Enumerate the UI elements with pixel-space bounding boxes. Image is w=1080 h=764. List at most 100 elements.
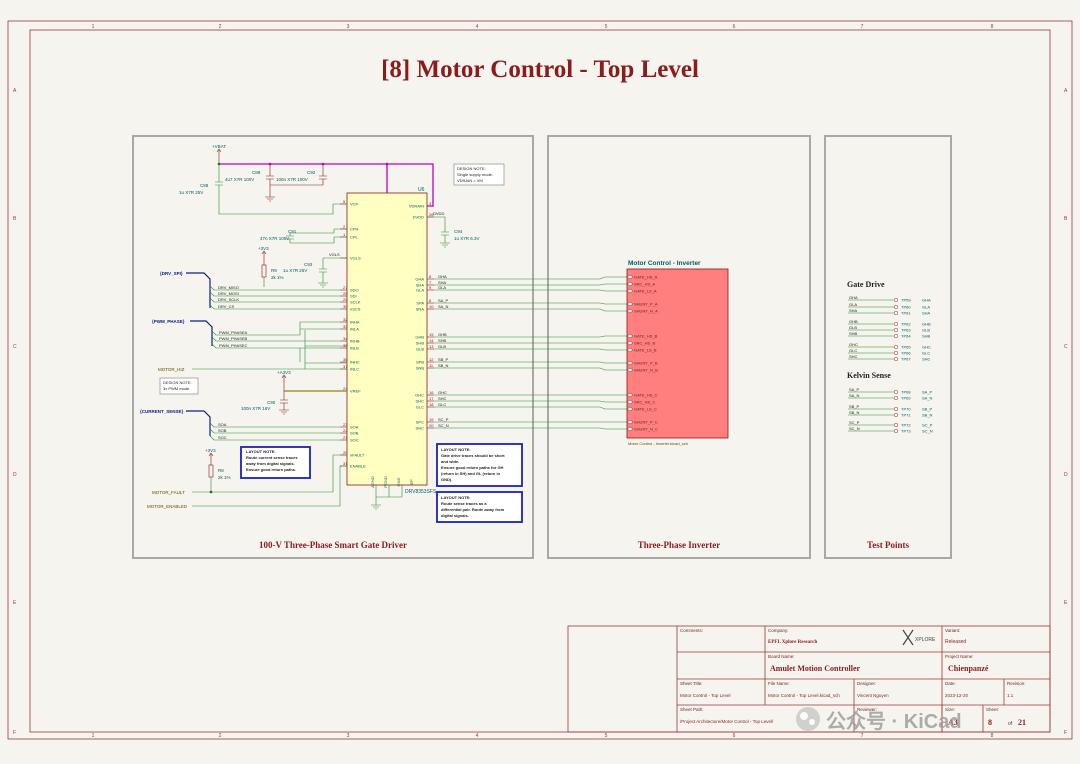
layout-note-2-l4: Ensure good return paths for GH [441,465,504,470]
ic-right-pin-name: GHA [415,277,424,282]
inverter-port-label: SHUNT_P_C [634,420,658,425]
tb-comments-label: Comments: [680,628,703,633]
testpoint-net: SC_N [849,426,860,431]
v3v3-a-label: +3V3 [258,246,269,251]
testpoint-net: SHA [849,308,858,313]
pwm-net-label: PWM_PHASEC [219,343,248,348]
ic-right-pin-name: SHB [416,341,425,346]
column-marker-top: 6 [733,24,736,30]
layout-note-3-l3: differential pair. Route away from [441,507,505,512]
column-marker-top: 5 [605,24,608,30]
gate-net-label: SHA [438,280,447,285]
tb-board-label: Board Name: [768,654,795,659]
c92-ref: C92 [307,170,316,175]
inverter-port-icon [626,419,634,425]
testpoint-label: GLA [922,305,930,310]
spi-net-label: DRV_CS [218,304,234,309]
ic-left-pin-num: 1 [343,232,346,237]
testpoint-label: SB_N [922,413,933,418]
ic-left-pin-num: 5 [343,199,346,204]
tb-size-label: Size: [945,707,955,712]
motor-enabled-label: MOTOR_ENABLED [147,504,188,509]
tb-path-label: Sheet Path: [680,707,704,712]
testpoint-label: GHB [922,322,931,327]
testpoint-label: SB_P [922,407,933,412]
sense-net-wire [209,428,340,434]
ic-left-pin-name: INHA [350,320,360,325]
row-marker-right: E [1064,600,1068,606]
ic-left-pin-num: 31 [343,461,348,466]
spi-bus-line [186,272,211,308]
ic-left-pin-name: SDO [350,288,359,293]
spi-net-label: DRV_MOSI [218,291,239,296]
gate-drive-title: Gate Drive [847,280,885,289]
ic-left-pin-num: 37 [343,364,348,369]
tb-date: 2023-12-20 [945,693,969,698]
tb-file-label: File Name: [768,681,790,686]
tb-project: Chienpanzé [948,664,989,673]
column-marker-top: 4 [476,24,479,30]
row-marker-right: D [1064,472,1068,478]
c90-ref: C90 [267,400,276,405]
tb-file: Motor Control - Top Level.kicad_sch [768,693,840,698]
r8-ref: R8 [218,468,224,473]
gate-net-wire [434,367,627,371]
ic-left-pin-num: 24 [343,386,348,391]
testpoint-ref: TP67 [901,357,911,362]
ic-left-pin-name: SOB [350,431,359,436]
ic-right-pin-num: 13 [429,344,434,349]
ic-bottom-pin-name: PGND [383,476,388,488]
ic-ref: U6 [418,187,425,193]
spi-net-label: DRV_SCLK [218,297,239,302]
inverter-port-label: SHUNT_P_B [634,361,658,366]
testpoint-pad [893,350,899,356]
pwm-net-wire [211,336,300,342]
tb-designer: Vincent Nguyen [857,693,889,698]
inverter-port-icon [626,367,634,373]
vbat-label: +VBAT [212,144,226,149]
layout-note-1-l3: away from digital signals. [246,461,295,466]
inverter-port-label: GATE_HS_B [634,334,658,339]
r9-value: 2k 1% [271,275,284,280]
testpoint-net: SHB [849,331,858,336]
row-marker-right: A [1064,88,1068,94]
ic-right-pin-name: SNC [416,426,425,431]
r9-ref: R9 [271,268,277,273]
layout-note-1-l1: LAYOUT NOTE: [246,449,276,454]
testpoint-ref: TP59 [901,298,911,303]
bus-drv-spi: {DRV_SPI} [160,271,183,276]
ic-left-pin-num: 23 [343,422,348,427]
inverter-sheet-symbol[interactable] [626,268,729,439]
ic-left-pin-num: 2 [343,224,346,229]
testpoint-ref: TP61 [901,311,911,316]
ic-left-pin-num: 29 [343,297,348,302]
row-marker-left: F [13,730,16,736]
ic-left-pin-num: 33 [343,324,348,329]
gate-net-label: SA_P [438,298,449,303]
inverter-port-icon [626,392,634,398]
ic-right-pin-num: 11 [429,363,434,368]
inverter-port-label: GATE_LS_C [634,407,657,412]
ic-right-pin-num: 17 [429,396,434,401]
gate-driver-block [132,135,534,559]
ic-left-pin-name: VREF [350,389,361,394]
c92-symbol [270,164,327,186]
column-marker-bottom: 6 [733,733,736,739]
testpoint-net: SB_P [849,404,860,409]
kelvin-sense-title: Kelvin Sense [847,371,891,380]
row-marker-right: F [1064,730,1067,736]
gate-net-label: GHA [438,274,447,279]
c89-symbol [265,164,275,202]
r8-body [208,464,214,478]
testpoint-net: GLA [849,302,857,307]
c91-ref: C91 [288,229,297,234]
motor-hiz-label: MOTOR_HIZ [158,367,185,372]
tb-path: /Project Architecture/Motor Control - To… [680,719,774,724]
layout-note-2-l2: Gate drive traces should be short [441,453,505,458]
test-points-block [824,135,952,559]
layout-note-1-l2: Route current sense traces [246,455,298,460]
